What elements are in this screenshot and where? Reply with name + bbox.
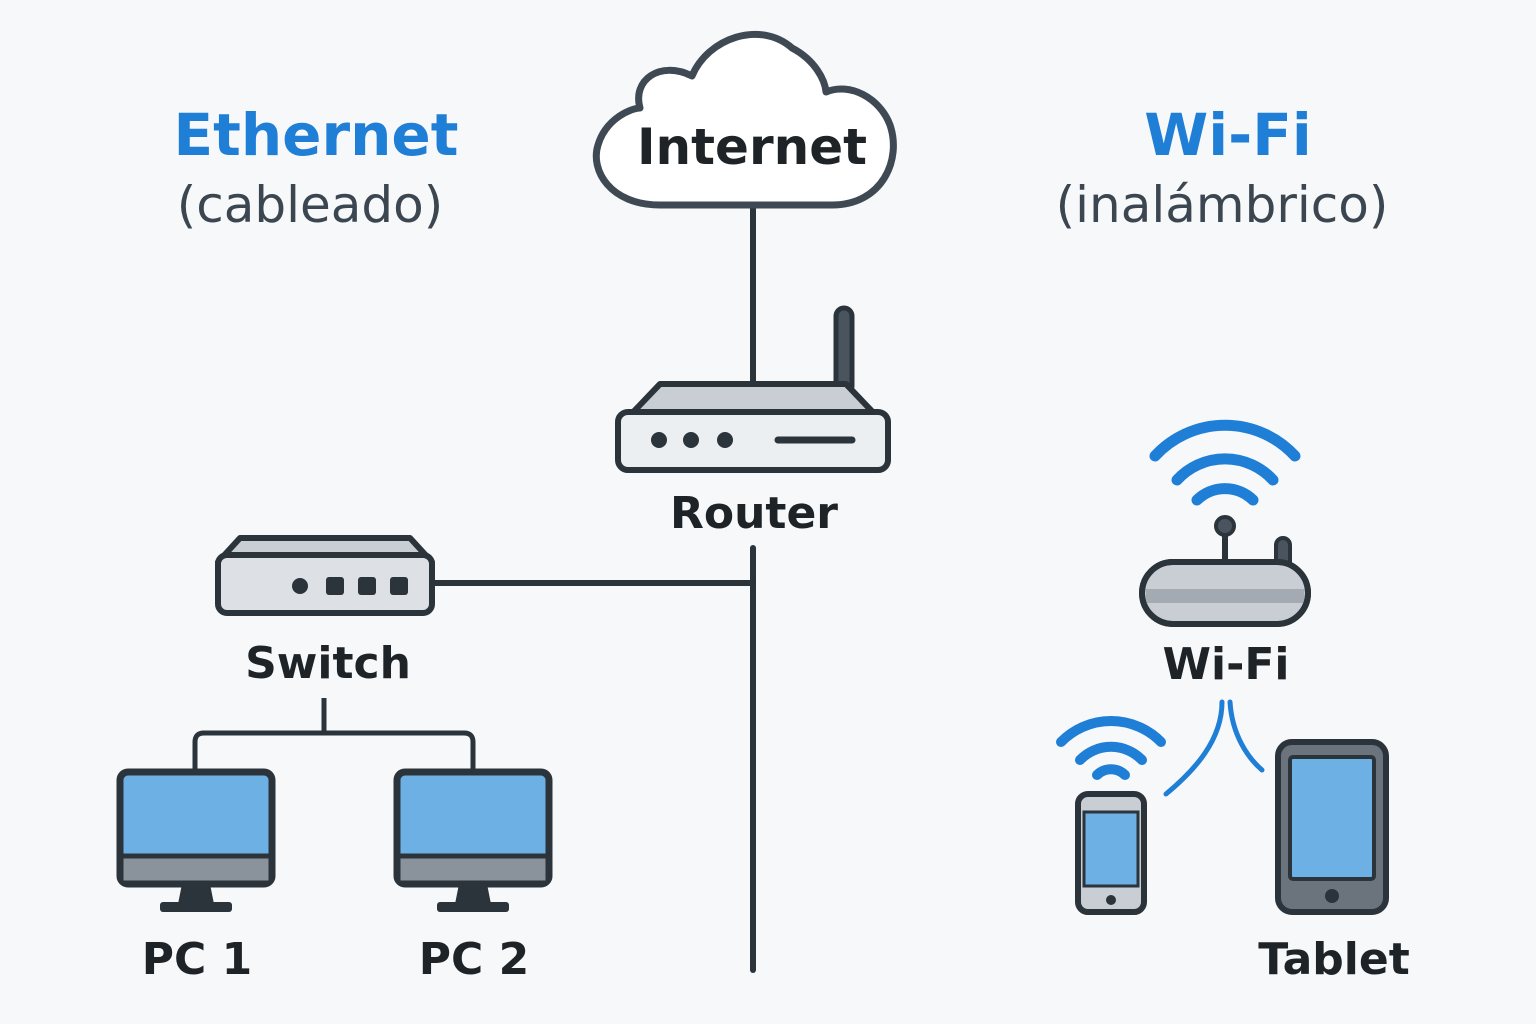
tablet-label: Tablet <box>1258 934 1410 985</box>
internet-cloud: Internet <box>592 30 897 209</box>
ethernet-subtitle: (cableado) <box>177 176 444 234</box>
connection-lines <box>427 202 756 973</box>
wifi-subtitle: (inalámbrico) <box>1056 176 1389 234</box>
router-body <box>615 409 891 473</box>
switch-led <box>292 578 308 594</box>
router-led <box>683 432 699 448</box>
monitor-base <box>437 902 509 912</box>
pc-branch-line <box>192 730 476 770</box>
pc1: PC 1 <box>116 768 276 985</box>
switch: Switch <box>215 535 435 689</box>
switch-body <box>215 552 435 616</box>
pc2-label: PC 2 <box>419 934 529 985</box>
cloud-icon <box>592 30 897 209</box>
monitor-stand <box>455 884 491 904</box>
switch-label: Switch <box>245 638 411 689</box>
wifi-signal-icon <box>1149 419 1301 506</box>
pc1-label: PC 1 <box>142 934 252 985</box>
router-led <box>717 432 733 448</box>
switch-port <box>358 577 376 595</box>
tablet-home-button <box>1325 889 1339 903</box>
wifi-access-point: Wi-Fi <box>1139 419 1311 797</box>
router: Router <box>615 305 891 539</box>
phone-wifi-icon <box>1056 715 1166 780</box>
tablet-screen <box>1288 755 1376 881</box>
wifi-title: Wi-Fi <box>1144 101 1311 169</box>
ethernet-title: Ethernet <box>174 101 459 169</box>
pc2: PC 2 <box>393 768 553 985</box>
internet-label: Internet <box>637 118 867 176</box>
switch-pc-links <box>192 698 476 770</box>
ap-antenna-tip <box>1214 515 1236 537</box>
monitor-base <box>160 902 232 912</box>
monitor-chin <box>123 856 269 881</box>
router-label: Router <box>670 488 838 539</box>
switch-port <box>390 577 408 595</box>
phone-home-button <box>1106 895 1116 905</box>
phone-screen <box>1082 810 1140 888</box>
wifi-ap-label: Wi-Fi <box>1162 639 1289 690</box>
switch-port <box>326 577 344 595</box>
wireless-link-tablet <box>1227 699 1265 773</box>
router-led <box>651 432 667 448</box>
phone <box>1056 715 1166 915</box>
wireless-link-phone <box>1163 699 1225 797</box>
monitor-chin <box>400 856 546 881</box>
ap-outline <box>1139 559 1311 627</box>
tablet: Tablet <box>1258 739 1410 985</box>
monitor-stand <box>178 884 214 904</box>
